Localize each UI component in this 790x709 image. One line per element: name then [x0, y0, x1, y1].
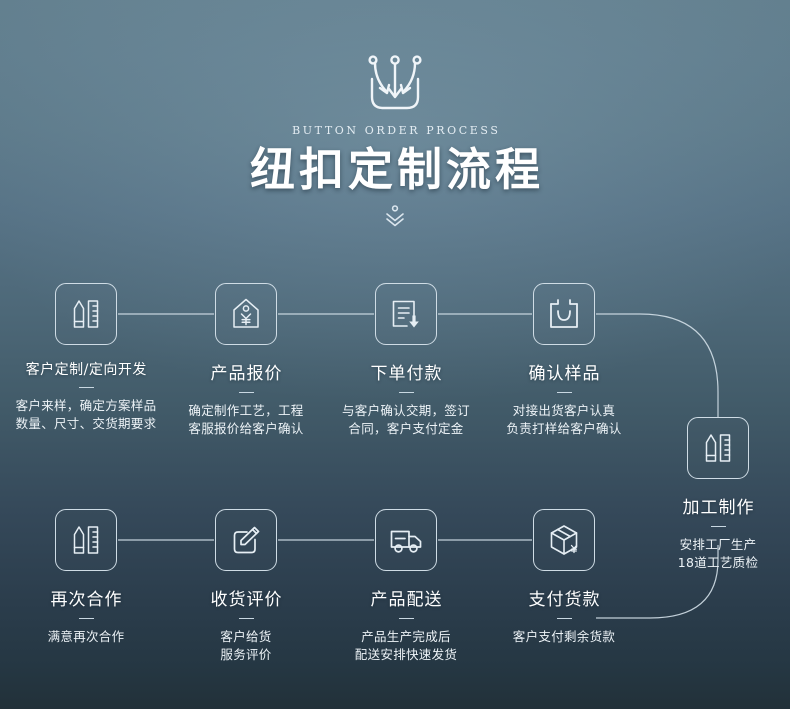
step-icon-box[interactable]: [375, 283, 437, 345]
step-sample-confirm[interactable]: 确认样品 对接出货客户认真 负责打样给客户确认: [484, 283, 644, 438]
step-desc-line1: 确定制作工艺，工程: [188, 403, 304, 418]
step-title: 产品报价: [210, 364, 283, 384]
step-title: 支付货款: [528, 590, 601, 610]
delivery-truck-icon: [390, 530, 422, 553]
step-desc-line1: 安排工厂生产: [679, 537, 757, 552]
step-icon-box[interactable]: [533, 283, 595, 345]
step-desc-line2: 18道工艺质检: [677, 555, 759, 570]
step-icon-box[interactable]: [375, 509, 437, 571]
pencil-ruler-icon: [73, 526, 99, 554]
step-desc-line1: 满意再次合作: [47, 629, 125, 644]
step-desc-line1: 客户给货: [220, 629, 272, 644]
title-dash: [398, 618, 414, 619]
step-icon-box[interactable]: [687, 417, 749, 479]
step-icon-box[interactable]: [55, 509, 117, 571]
step-quotation[interactable]: 产品报价 确定制作工艺，工程 客服报价给客户确认: [166, 283, 326, 438]
step-desc-line2: 服务评价: [220, 647, 272, 662]
double-chevron-down-icon: [386, 204, 404, 226]
step-desc-line1: 与客户确认交期，签订: [341, 403, 470, 418]
step-delivery[interactable]: 产品配送 产品生产完成后 配送安排快速发货: [326, 509, 486, 664]
pencil-ruler-icon: [73, 300, 99, 328]
page-title: 纽扣定制流程: [249, 143, 544, 196]
basket-with-arrows-icon: [368, 55, 422, 110]
title-dash: [78, 618, 94, 619]
title-dash: [556, 618, 572, 619]
title-dash: [238, 618, 254, 619]
step-order-payment[interactable]: 下单付款 与客户确认交期，签订 合同，客户支付定金: [326, 283, 486, 438]
step-desc-line1: 客户来样，确定方案样品: [15, 398, 157, 413]
title-dash: [78, 387, 94, 388]
title-dash: [238, 392, 254, 393]
step-desc-line1: 对接出货客户认真: [512, 403, 616, 418]
step-icon-box[interactable]: [215, 509, 277, 571]
page-header: BUTTON ORDER PROCESS 纽扣定制流程: [0, 0, 790, 231]
price-tag-yuan-icon: [233, 298, 259, 328]
step-desc-line1: 产品生产完成后: [361, 629, 451, 644]
step-icon-box[interactable]: [533, 509, 595, 571]
edit-pencil-icon: [233, 526, 260, 554]
step-title: 加工制作: [682, 498, 755, 518]
step-desc-line2: 负责打样给客户确认: [506, 421, 622, 436]
step-repeat-cooperation[interactable]: 再次合作 满意再次合作: [6, 509, 166, 646]
step-manufacturing[interactable]: 加工制作 安排工厂生产 18道工艺质检: [638, 417, 790, 572]
step-desc-line2: 合同，客户支付定金: [348, 421, 464, 436]
package-yuan-icon: [550, 525, 578, 555]
step-icon-box[interactable]: [215, 283, 277, 345]
step-desc-line2: 客服报价给客户确认: [188, 421, 304, 436]
step-receipt-review[interactable]: 收货评价 客户给货 服务评价: [166, 509, 326, 664]
step-title: 下单付款: [370, 364, 443, 384]
title-dash: [710, 526, 726, 527]
step-title: 再次合作: [50, 590, 123, 610]
step-desc-line2: 数量、尺寸、交货期要求: [15, 416, 157, 431]
step-customization[interactable]: 客户定制/定向开发 客户来样，确定方案样品 数量、尺寸、交货期要求: [6, 283, 166, 433]
step-title: 产品配送: [370, 590, 443, 610]
step-desc-line1: 客户支付剩余货款: [512, 629, 616, 644]
step-title: 收货评价: [210, 590, 283, 610]
shopping-bag-icon: [550, 299, 578, 328]
document-download-icon: [392, 300, 419, 328]
pencil-ruler-icon: [705, 434, 731, 462]
title-dash: [398, 392, 414, 393]
title-dash: [556, 392, 572, 393]
step-pay-balance[interactable]: 支付货款 客户支付剩余货款: [484, 509, 644, 646]
step-desc-line2: 配送安排快速发货: [354, 647, 458, 662]
step-icon-box[interactable]: [55, 283, 117, 345]
header-eyebrow: BUTTON ORDER PROCESS: [292, 124, 501, 137]
step-title: 客户定制/定向开发: [25, 362, 147, 378]
step-title: 确认样品: [528, 364, 601, 384]
